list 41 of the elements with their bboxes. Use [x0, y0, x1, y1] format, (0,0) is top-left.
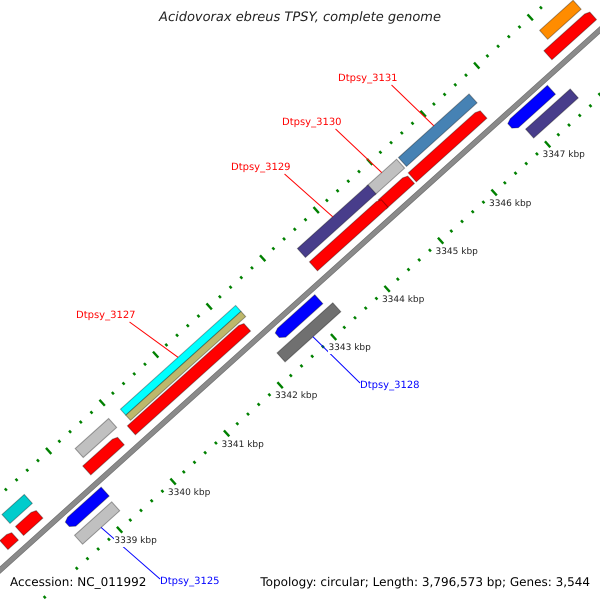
scale-label: 3342 kbp: [274, 390, 318, 402]
gene-bar: [507, 84, 556, 129]
gene-bar: [126, 323, 252, 436]
leader-line: [391, 84, 434, 126]
scale-label: 3344 kbp: [382, 294, 424, 306]
gene-bar: [74, 418, 118, 458]
gene-label: Dtpsy_3131: [338, 73, 398, 85]
gene-bar: [377, 175, 416, 210]
gene-bar: [538, 0, 582, 40]
gene-label: Dtpsy_3128: [360, 380, 420, 392]
gene-bar: [1, 494, 34, 524]
gene-bar: [82, 436, 125, 476]
scale-label: 3346 kbp: [488, 198, 532, 210]
gene-bar: [0, 532, 20, 550]
leader-line: [335, 128, 382, 174]
gene-bar: [308, 199, 389, 272]
leader-line: [129, 322, 179, 358]
gene-bar: [64, 486, 110, 528]
leader-line: [312, 336, 360, 384]
gene-bar: [14, 510, 44, 536]
gene-bar: [543, 12, 598, 60]
gene-bar: [408, 110, 488, 183]
scale-label: 3347 kbp: [542, 149, 585, 162]
gene-bar: [524, 88, 579, 139]
leader-line: [284, 174, 334, 218]
gene-bar: [296, 184, 377, 258]
scale-label: 3340 kbp: [168, 486, 210, 499]
accession-label: Accession: NC_011992: [8, 574, 148, 590]
gene-label: Dtpsy_3127: [76, 310, 136, 322]
scale-label: 3345 kbp: [435, 246, 478, 258]
gene-bar: [274, 294, 324, 338]
scale-label: 3341 kbp: [221, 438, 264, 450]
genome-info-label: Topology: circular; Length: 3,796,573 bp; Genes: 3,544: [258, 574, 592, 590]
map-title: Acidovorax ebreus TPSY, complete genome: [158, 10, 442, 26]
scale-label: 3343 kbp: [328, 342, 371, 354]
gene-label: Dtpsy_3130: [282, 117, 342, 129]
scale-label: 3339 kbp: [114, 534, 157, 547]
gene-bar: [398, 93, 478, 168]
gene-bar: [366, 158, 406, 196]
gene-label: Dtpsy_3125: [160, 576, 220, 588]
gene-label: Dtpsy_3129: [231, 162, 291, 174]
